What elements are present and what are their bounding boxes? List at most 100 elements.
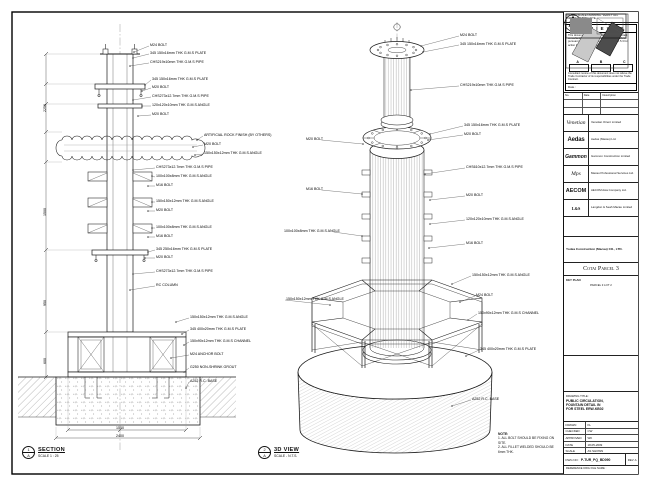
section-annotation: M20 BOLT xyxy=(156,255,174,259)
drawing-title-cell: DRAWING TITLE : PUBLIC CIRCULATION, FOUN… xyxy=(564,392,638,422)
note-line: 1. ALL BOLT SHOULD BE FIXING ON SITE. xyxy=(498,436,555,445)
option-a-label: A xyxy=(576,60,579,65)
section-annotation: 150x150x12mm THK G.M.S ANGLE xyxy=(156,199,214,203)
section-annotation: ARTIFICIAL ROCK FINISH (BY OTHERS) xyxy=(204,133,272,137)
iso-annotation: M16 BOLT xyxy=(306,187,324,191)
key-plan: KEY PLAN PARCEL 3 LOT 2 xyxy=(564,13,638,356)
section-annotation: 150x150x12mm THK G.M.S ANGLE xyxy=(204,151,262,155)
section-annotation: 345 150x16mm THK G.M.S PLATE xyxy=(152,77,209,81)
revision-row xyxy=(564,100,638,108)
iso-annotation: 150x150x12mm THK G.M.S ANGLE xyxy=(286,297,344,301)
revision-table: No. Date Description xyxy=(564,93,638,115)
contractor-name: Yodea Construction (Macau) CO., LTD. xyxy=(566,246,623,251)
detail-sheet: A xyxy=(27,453,30,458)
section-annotation: M16 BOLT xyxy=(156,183,174,187)
iso-annotation: CHS219x10mm THK G.M.S PIPE xyxy=(460,83,514,87)
consultant-list: Venetian Venetian Orient Limited Aedas A… xyxy=(564,115,638,217)
iso-annotation: 150x90x12mm THK G.M.S CHANNEL xyxy=(478,311,540,315)
section-annotation: 100x100x8mm THK G.M.S ANGLE xyxy=(156,174,212,178)
detail-bubble: 1 A xyxy=(22,446,35,459)
consultant-row: Mps Macau Professional Services Ltd. xyxy=(564,166,638,183)
langdon-seah-logo: L&S xyxy=(564,200,589,216)
option-c-label: C xyxy=(623,60,626,65)
field-row: SCALE AS SHOWN xyxy=(565,448,604,454)
section-annotation: 100x100x8mm THK G.M.S ANGLE xyxy=(156,225,212,229)
section-annotation: M16 BOLT xyxy=(156,234,174,238)
section-annotation: 120x120x10mm THK G.M.S ANGLE xyxy=(152,103,210,107)
dimension-label: 2400 xyxy=(116,434,124,438)
blank-cell xyxy=(564,217,638,237)
notes-heading: NOTE: xyxy=(498,432,509,436)
dimension-label: 1500 xyxy=(43,208,47,216)
iso-annotation: M24 BOLT xyxy=(476,293,494,297)
key-plan-label: KEY PLAN xyxy=(566,277,581,282)
revision-cell: REV A xyxy=(625,454,637,465)
view-title: SECTION xyxy=(38,447,65,453)
revision-table-header: No. Date Description xyxy=(564,93,638,101)
revision-value: A xyxy=(634,457,637,462)
field-row: APPROVED WK xyxy=(564,435,638,442)
iso-annotation: M20 BOLT xyxy=(306,137,324,141)
dimension-label: 950 xyxy=(43,300,47,306)
venetian-logo: Venetian xyxy=(564,115,589,131)
consultant-row: L&S Langdon & Seah Macau Limited xyxy=(564,200,638,216)
iso-annotation: 100x100x8mm THK G.M.S ANGLE xyxy=(284,229,340,233)
revision-row xyxy=(564,107,638,114)
dimension-label: 600 xyxy=(43,358,47,364)
section-annotation: M20 BOLT xyxy=(204,142,222,146)
detail-number: 1 xyxy=(23,447,34,453)
iso-annotation: 345 150x16mm THK G.M.S PLATE xyxy=(464,123,521,127)
aedas-logo: Aedas xyxy=(564,132,589,148)
section-annotation: G250 NON-SHRINK GROUT xyxy=(190,365,237,369)
iso-annotation: M20 BOLT xyxy=(464,132,482,136)
field-row: CHECKED CW xyxy=(564,428,638,436)
consultant-row: Venetian Venetian Orient Limited xyxy=(564,115,638,132)
section-annotation: CHS273x12.7mm THK G.M.S PIPE xyxy=(152,94,209,98)
section-annotation: RC COLUMN xyxy=(156,283,178,287)
section-view-tag: 1 A SECTION SCALE 1 : 25 xyxy=(22,446,65,459)
detail-number: 2 xyxy=(259,447,270,453)
section-annotation: 345 250x16mm THK G.M.S PLATE xyxy=(156,247,213,251)
view-title: 3D VIEW xyxy=(274,447,300,453)
reviewed-date-label: Date : xyxy=(566,83,636,90)
iso-annotation: 150x150x12mm THK G.M.S ANGLE xyxy=(472,273,530,277)
iso-annotation: 120x120x10mm THK G.M.S ANGLE xyxy=(466,217,524,221)
iso-annotation: M20 BOLT xyxy=(466,193,484,197)
section-annotation: A252 R.C. BASE xyxy=(190,379,218,383)
option-b-label: B xyxy=(599,60,603,65)
iso-annotation: M16 BOLT xyxy=(466,241,484,245)
view-scale: SCALE - N.T.S. xyxy=(274,454,298,458)
dwg-number-cell: DWG NO : P-TUR_PQ_BD090 REV A xyxy=(564,454,638,466)
reviewed-title: R E V I E W E D xyxy=(566,25,636,33)
dimension-label: 2250 xyxy=(43,104,47,112)
dwg-number: P-TUR_PQ_BD090 xyxy=(580,457,611,462)
gammon-logo: Gammon xyxy=(564,149,589,165)
section-annotation: M24 ANCHOR BOLT xyxy=(190,352,224,356)
consultant-row: Gammon Gammon Construction Limited xyxy=(564,149,638,166)
detail-thumbnail xyxy=(564,13,638,392)
project-name: Cotai Parcel 3 xyxy=(564,263,638,276)
section-annotation: CHS273x12.7mm THK G.M.S PIPE xyxy=(156,165,213,169)
field-row: DRAWN KL xyxy=(564,422,638,429)
aecom-logo: AECOM xyxy=(564,183,589,199)
consultant-row: Aedas Aedas (Macau) Ltd. xyxy=(564,132,638,149)
iso-view-tag: 2 A 3D VIEW SCALE - N.T.S. xyxy=(258,446,299,459)
iso-annotation: A252 R.C. BASE xyxy=(472,397,500,401)
reviewed-footer: Consultant review of this document does … xyxy=(568,72,632,82)
field-row: DATE 18-05-2009 xyxy=(564,441,638,449)
section-annotation: M24 BOLT xyxy=(150,43,168,47)
drawing-fields: DRAWN KL CHECKED CW APPROVED WK DATE 18-… xyxy=(564,422,638,454)
section-annotation: 345 400x20mm THK G.M.S PLATE xyxy=(190,327,247,331)
general-notes: NOTE: 1. ALL BOLT SHOULD BE FIXING ON SI… xyxy=(498,432,560,454)
key-plan-caption: PARCEL 3 LOT 2 xyxy=(590,282,612,287)
title-block: DO NOT SCALE DRAWING. VERIFY ALL DIMENSI… xyxy=(563,12,638,474)
titleblock-top-note: DO NOT SCALE DRAWING. VERIFY ALL DIMENSI… xyxy=(564,12,638,23)
section-annotation: 150x150x12mm THK G.M.S ANGLE xyxy=(190,315,248,319)
reference-note: REFERENCE DWG FILE NAME : xyxy=(566,467,607,470)
detail-sheet: A xyxy=(263,453,266,458)
section-annotation: M20 BOLT xyxy=(156,208,174,212)
iso-annotation: M24 BOLT xyxy=(460,33,478,37)
